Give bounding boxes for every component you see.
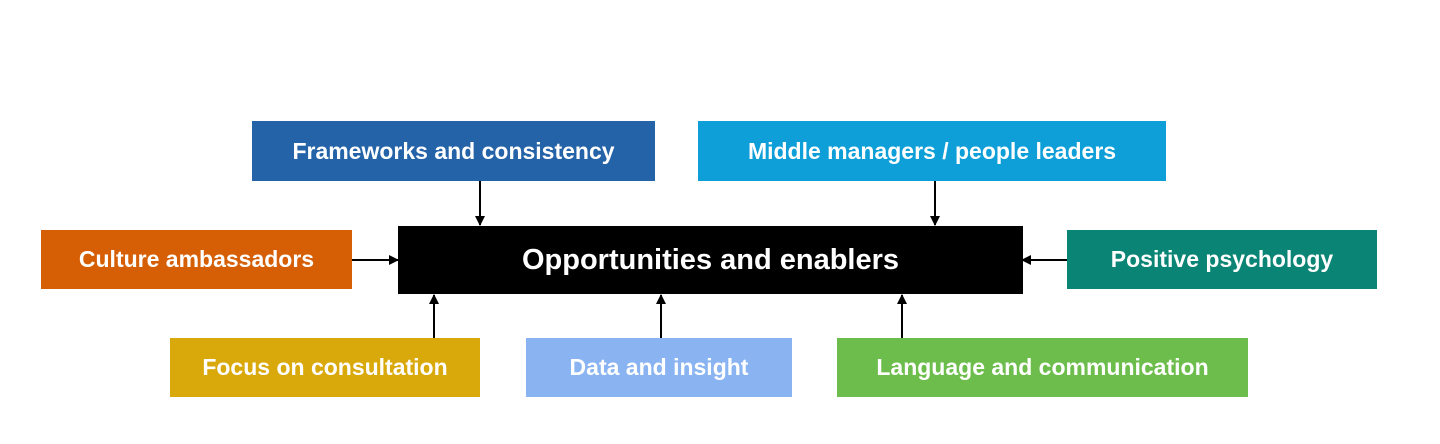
node-label: Culture ambassadors [78, 246, 315, 272]
node-frameworks: Frameworks and consistency [252, 121, 655, 181]
node-label: Positive psychology [1110, 246, 1334, 272]
node-language: Language and communication [837, 338, 1248, 397]
node-middle-managers: Middle managers / people leaders [698, 121, 1166, 181]
node-data: Data and insight [526, 338, 792, 397]
center-node: Opportunities and enablers [398, 226, 1023, 294]
node-label: Focus on consultation [202, 354, 448, 380]
node-culture: Culture ambassadors [41, 230, 352, 289]
center-node-label: Opportunities and enablers [521, 243, 900, 276]
node-label: Frameworks and consistency [292, 137, 615, 164]
node-label: Data and insight [569, 354, 749, 380]
node-label: Language and communication [876, 354, 1209, 380]
node-label: Middle managers / people leaders [747, 137, 1117, 164]
node-consultation: Focus on consultation [170, 338, 480, 397]
node-positive: Positive psychology [1067, 230, 1377, 289]
